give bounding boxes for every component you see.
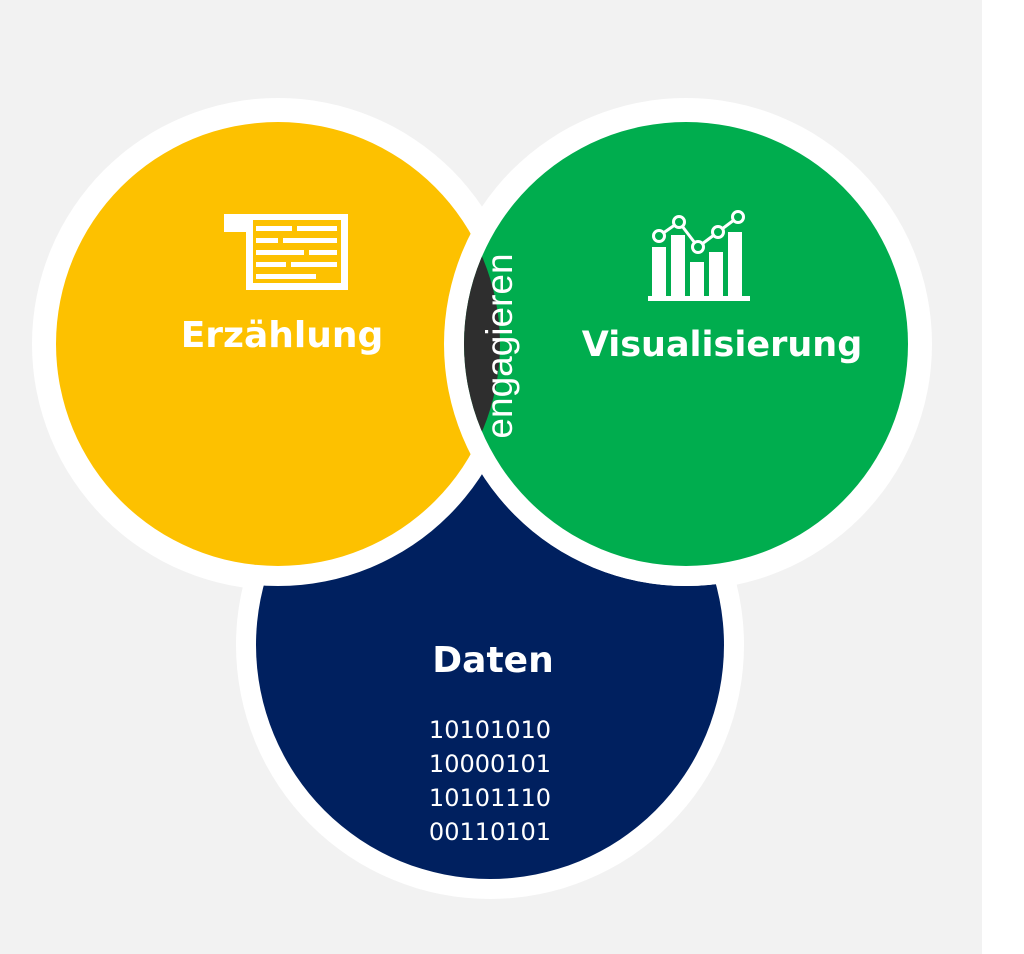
engage-label: engagieren (479, 253, 520, 438)
speech-bubble-text-icon (224, 214, 348, 290)
binary-line: 10000101 (429, 750, 551, 778)
bar-line-chart-icon (648, 210, 750, 301)
binary-data-block: 10101010 10000101 10101110 00110101 (429, 716, 551, 846)
data-label: Daten (432, 640, 553, 681)
binary-line: 00110101 (429, 818, 551, 846)
visualization-circle (464, 122, 908, 566)
visualization-label: Visualisierung (582, 325, 863, 365)
binary-line: 10101010 (429, 716, 551, 744)
narrative-circle (56, 122, 500, 566)
right-margin (982, 0, 1024, 954)
narrative-label: Erzählung (181, 315, 384, 356)
venn-diagram: Erzählung Visualisierung engagieren Date… (32, 98, 932, 899)
binary-line: 10101110 (429, 784, 551, 812)
